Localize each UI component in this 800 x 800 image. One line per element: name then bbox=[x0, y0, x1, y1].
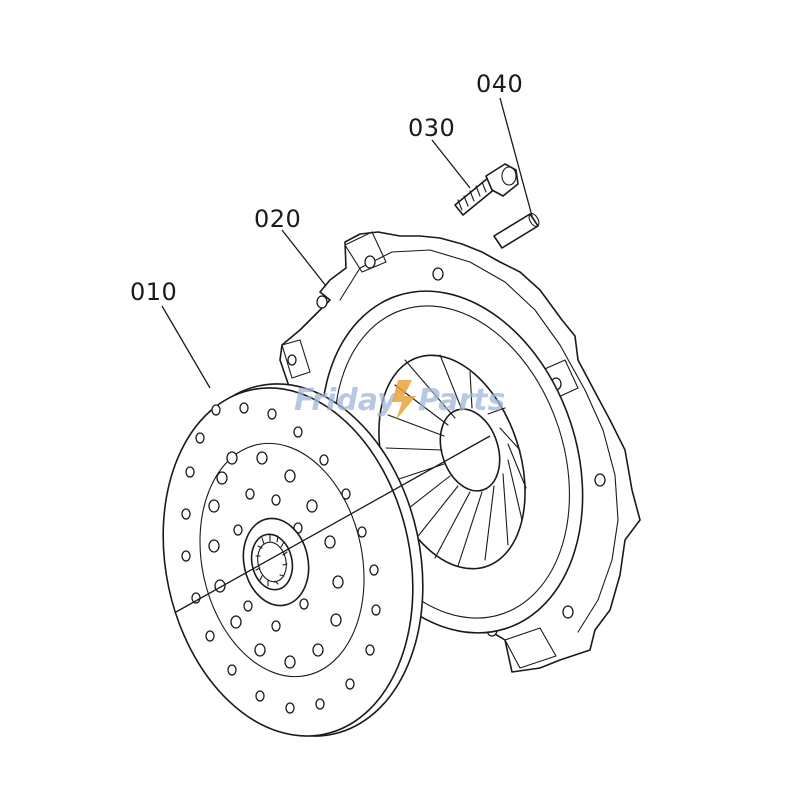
leader-line-040 bbox=[499, 97, 533, 217]
center-axis-line bbox=[175, 435, 491, 613]
bolt bbox=[454, 163, 519, 216]
watermark-text-left: Friday bbox=[294, 383, 398, 418]
inner-rivet-holes bbox=[208, 451, 344, 669]
leader-line-020 bbox=[281, 229, 327, 287]
watermark: Friday Parts bbox=[294, 380, 505, 420]
part-label-030: 030 bbox=[408, 114, 455, 142]
leader-line-030 bbox=[431, 139, 471, 189]
diaphragm-spring bbox=[378, 354, 527, 570]
watermark-logo-icon bbox=[392, 380, 416, 420]
part-label-040: 040 bbox=[476, 70, 523, 98]
part-label-020: 020 bbox=[254, 205, 301, 233]
leader-line-010 bbox=[161, 305, 211, 389]
clutch-disc bbox=[162, 383, 424, 737]
watermark-text-right: Parts bbox=[418, 383, 505, 418]
dowel-pin bbox=[493, 213, 540, 249]
splined-hub bbox=[242, 517, 310, 607]
part-label-010: 010 bbox=[130, 278, 177, 306]
outer-rivet-holes bbox=[181, 402, 381, 714]
